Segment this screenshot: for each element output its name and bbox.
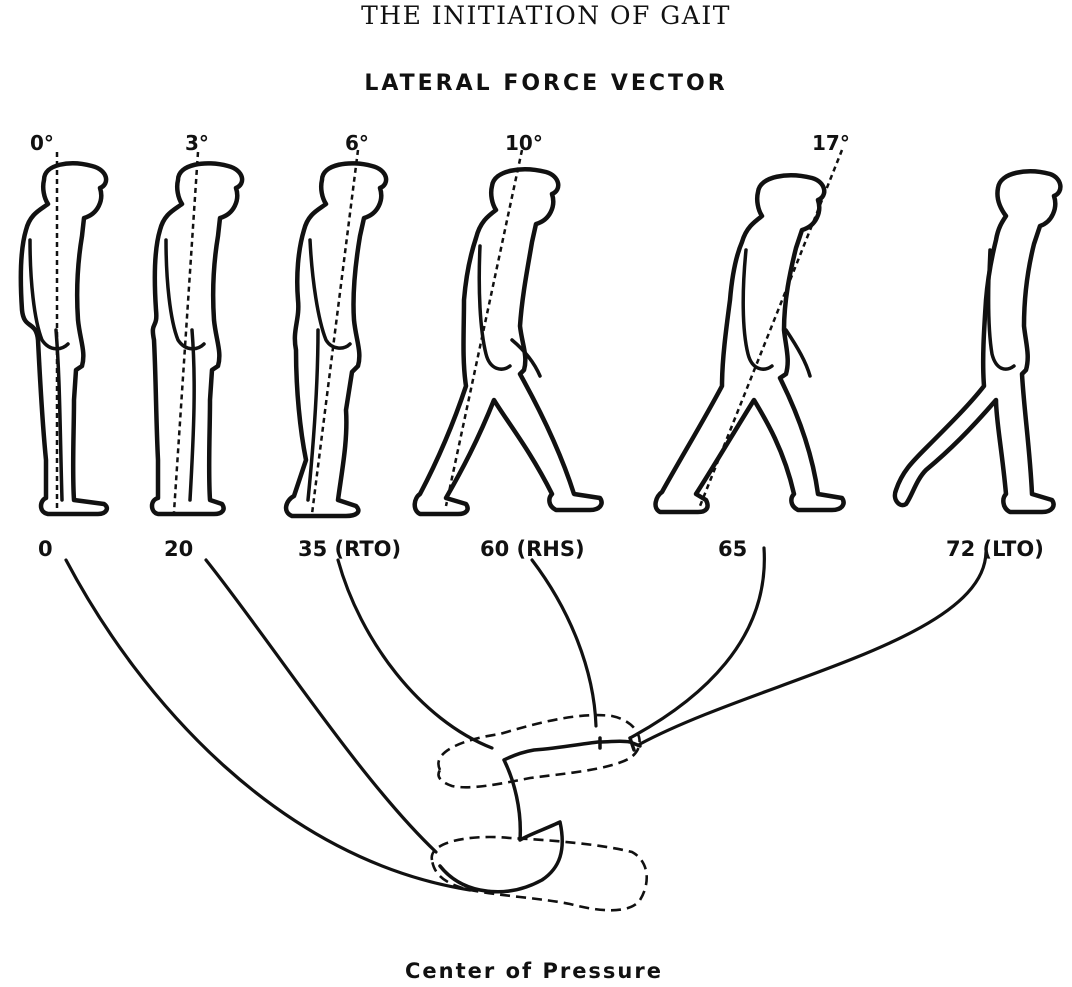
frame-label-3: 35 (RTO) [298,537,401,561]
frame-label-5: 65 [718,537,747,561]
leader-line-5 [630,548,764,738]
angle-label-5: 17° [812,131,850,155]
angle-label-2: 3° [185,131,209,155]
leader-line-4 [532,560,596,726]
frame-label-4: 60 (RHS) [480,537,585,561]
left-foot-outline [432,837,647,910]
leader-line-6 [640,552,986,744]
leader-line-1 [66,560,470,890]
angle-label-1: 0° [30,131,54,155]
center-of-pressure-path [440,741,640,892]
figure-3 [286,150,386,516]
leader-line-3 [338,560,492,748]
figure-4 [415,150,602,514]
figure-6 [895,171,1060,512]
frame-label-2: 20 [164,537,193,561]
figure-5 [656,150,844,512]
frame-label-6: 72 (LTO) [946,537,1044,561]
figure-1 [21,152,107,514]
diagram-subtitle: LATERAL FORCE VECTOR [364,71,727,96]
frame-label-1: 0 [38,537,53,561]
figure-2 [152,152,242,514]
leader-line-2 [206,560,436,852]
angle-label-4: 10° [505,131,543,155]
diagram-title: THE INITIATION OF GAIT [361,1,731,30]
center-of-pressure-caption: Center of Pressure [405,959,663,983]
